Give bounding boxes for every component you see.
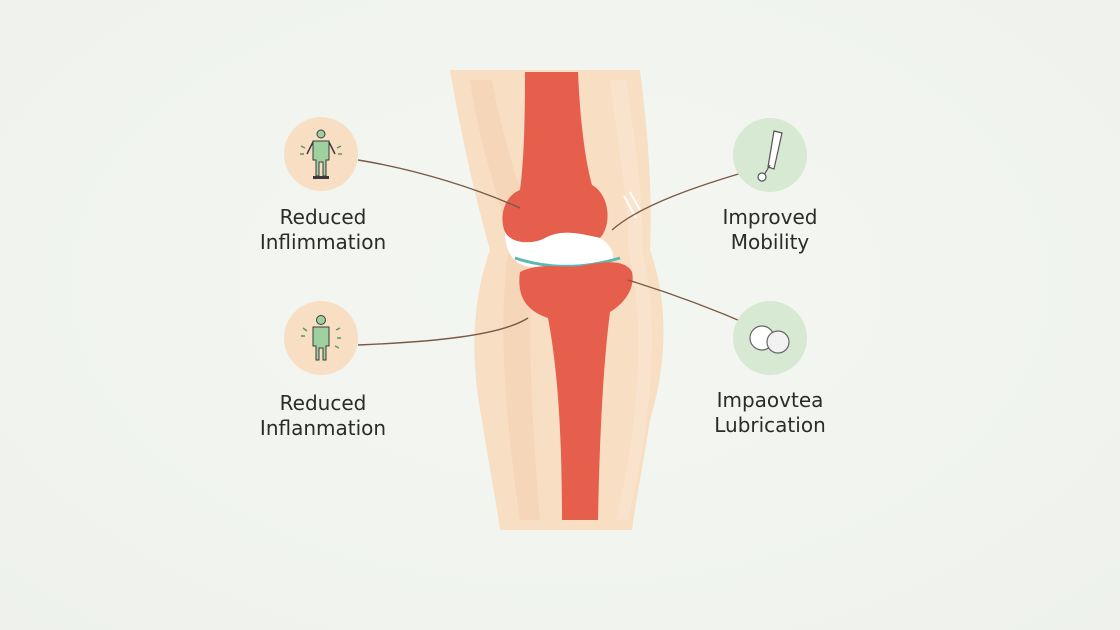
tibia-bone	[519, 262, 633, 520]
label-line: Mobility	[730, 230, 810, 254]
lubrication-drops-icon	[733, 301, 807, 375]
label-lubrication: Impaovtea Lubrication	[695, 388, 845, 438]
label-reduced-inflammation-bottom: Reduced Inflanmation	[248, 391, 398, 441]
label-line: Impaovtea	[716, 388, 824, 412]
leader-line-reduced-inflammation-bottom	[357, 317, 529, 346]
femur-bone	[502, 72, 608, 243]
leg-skin-highlight	[610, 80, 652, 520]
leg-skin-shade	[470, 80, 540, 520]
label-improved-mobility: Improved Mobility	[695, 205, 845, 255]
label-line: Reduced	[279, 205, 367, 229]
person-relief-icon	[284, 117, 358, 191]
label-reduced-inflammation-top: Reduced Inflimmation	[248, 205, 398, 255]
person-swelling-icon	[284, 301, 358, 375]
leader-line-reduced-inflammation-top	[357, 159, 521, 209]
cartilage	[505, 232, 614, 269]
label-line: Improved	[722, 205, 818, 229]
label-line: Inflimmation	[259, 230, 387, 254]
knee-brace-icon	[733, 118, 807, 192]
label-line: Lubrication	[714, 413, 826, 437]
label-line: Reduced	[279, 391, 367, 415]
synovial-line	[514, 256, 621, 268]
leader-line-improved-mobility	[611, 169, 753, 231]
label-line: Inflanmation	[259, 416, 387, 440]
